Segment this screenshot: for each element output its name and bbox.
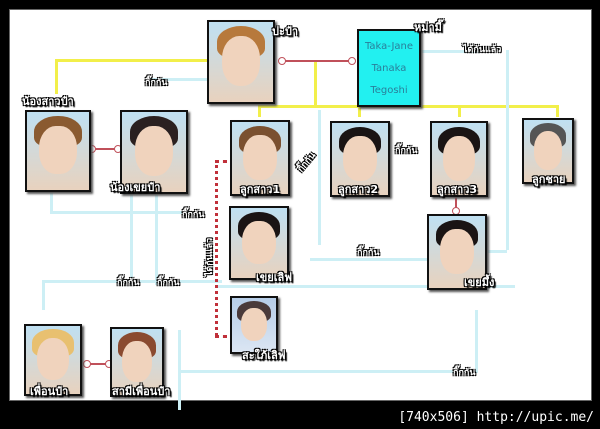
node-friend-husband-label: สามีเพื่อนป๋า	[112, 385, 171, 398]
affair-line	[475, 310, 478, 372]
node-son-photo	[522, 118, 574, 184]
affair-line	[50, 190, 53, 212]
node-daughter3-photo	[430, 121, 488, 197]
married-line	[280, 60, 355, 62]
edge-label-married: ได้กันแล้ว	[463, 45, 502, 55]
node-daughter3-label: ลูกสาว3	[437, 183, 478, 196]
node-soninlaw-mung-label: เขยมึ้ง	[464, 276, 495, 289]
edge-label-affair: กิ๊กกัน	[157, 278, 180, 288]
node-uncle-label: น้องเขยป๋า	[110, 181, 161, 194]
node-friend-label: เพื่อนป๋า	[30, 385, 69, 398]
affair-line	[150, 78, 210, 81]
node-daughter2-photo	[330, 121, 390, 197]
node-friend-photo	[24, 324, 82, 396]
affair-line	[42, 280, 222, 283]
node-soninlaw-lerm-photo	[229, 206, 289, 280]
family-line	[55, 59, 58, 94]
edge-label-married: ได้กันแล้ว	[205, 237, 216, 277]
affair-line	[50, 211, 190, 214]
affair-line	[215, 285, 515, 288]
family-line	[556, 105, 559, 117]
family-line	[358, 105, 361, 117]
node-exlover-lerm-label: สะใภ้เลิฟ	[242, 349, 286, 362]
affair-line	[178, 370, 478, 373]
node-daughter1-label: ลูกสาว1	[240, 183, 281, 196]
node-daughter1-photo	[230, 120, 290, 196]
affair-line	[155, 190, 158, 285]
married-line	[85, 363, 110, 365]
edge-label-affair: กิ๊กกัน	[395, 146, 418, 156]
affair-line	[42, 280, 45, 310]
node-aunt-photo	[25, 110, 91, 192]
edge-label-affair: กิ๊กกัน	[453, 368, 476, 378]
node-exlover-lerm-photo	[230, 296, 278, 354]
mommy-label: หม่ามี๊	[414, 21, 442, 34]
family-line	[458, 105, 461, 117]
node-son-label: ลูกชาย	[532, 173, 566, 186]
family-line	[314, 62, 317, 106]
married-dot	[83, 360, 91, 368]
edge-label-affair: กิ๊กกัน	[145, 78, 168, 88]
mommy-name-line-1: Taka-Jane	[364, 40, 414, 52]
edge-label-affair: กิ๊กกัน	[117, 278, 140, 288]
family-line	[258, 105, 261, 117]
affair-line	[318, 110, 321, 245]
diagram-canvas: ปะป๋า Taka-Jane Tanaka Tegoshi หม่ามี๊ น…	[9, 9, 592, 410]
affair-line	[506, 50, 509, 250]
mommy-name-line-3: Tegoshi	[370, 84, 408, 96]
edge-label-affair: กิ๊กกัน	[357, 248, 380, 258]
married-line-dotted	[215, 335, 227, 338]
affair-line	[130, 190, 133, 285]
married-line	[455, 195, 457, 210]
family-line	[55, 59, 215, 62]
married-line-dotted	[215, 160, 227, 163]
mommy-box: Taka-Jane Tanaka Tegoshi	[357, 29, 421, 107]
node-papa-photo	[207, 20, 275, 104]
node-soninlaw-mung-photo	[427, 214, 487, 290]
married-dot	[348, 57, 356, 65]
mommy-name-line-2: Tanaka	[371, 62, 407, 74]
footer-watermark: [740x506] http://upic.me/	[398, 410, 594, 425]
married-dot	[278, 57, 286, 65]
married-line-dotted	[215, 160, 218, 336]
affair-line	[310, 258, 430, 261]
affair-line	[475, 250, 507, 253]
affair-line	[370, 50, 480, 53]
edge-label-affair: กิ๊กกัน	[295, 150, 319, 175]
node-aunt-label: น้องสาวป๋า	[22, 95, 74, 108]
married-line	[90, 148, 120, 150]
node-friend-husband-photo	[110, 327, 164, 397]
node-uncle-photo	[120, 110, 188, 194]
node-soninlaw-lerm-label: เขยเลิฟ	[256, 271, 293, 284]
edge-label-affair: กิ๊กกัน	[182, 210, 205, 220]
node-daughter2-label: ลูกสาว2	[338, 183, 379, 196]
node-papa-label: ปะป๋า	[272, 25, 299, 38]
